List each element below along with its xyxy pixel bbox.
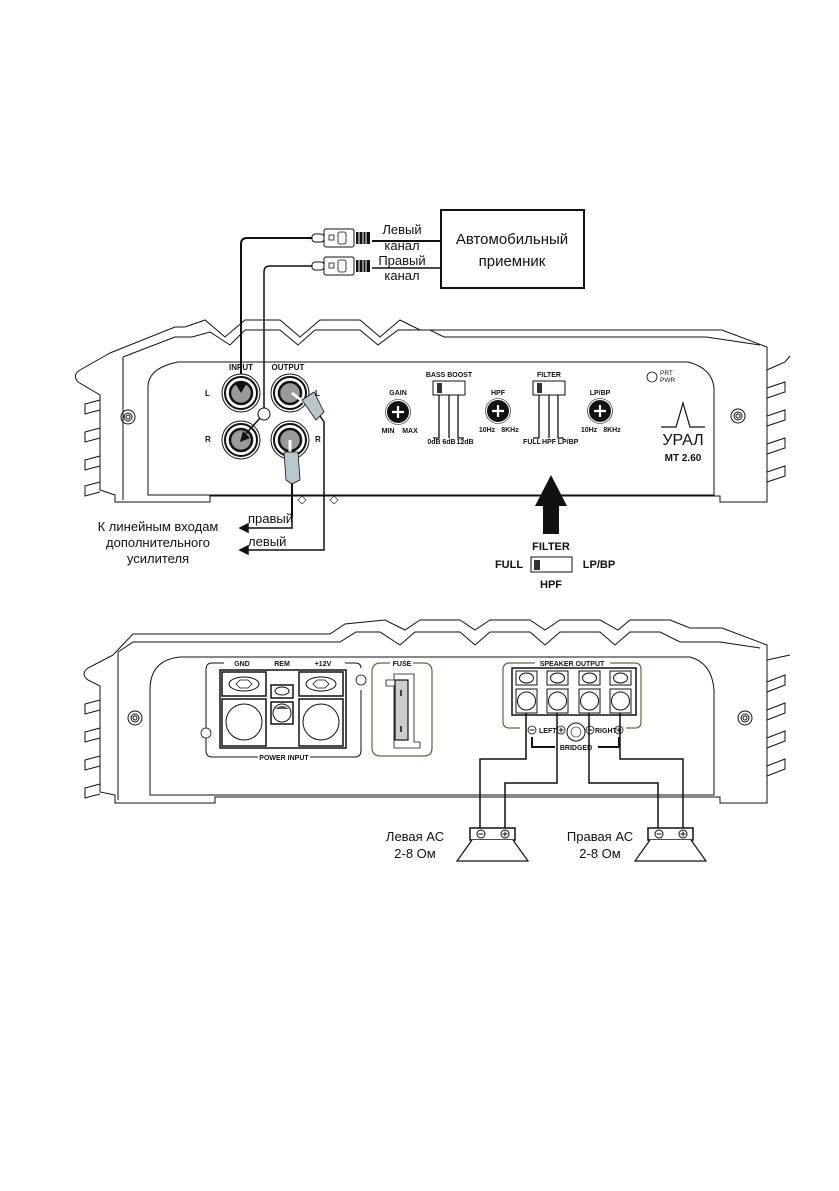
gain-knob[interactable]: GAIN MIN MAX: [382, 390, 419, 435]
callout-full-label: FULL: [495, 559, 523, 571]
callout-filter-title: FILTER: [532, 541, 570, 553]
bass-6db-label: 6dB: [442, 439, 455, 446]
fuse-label: FUSE: [393, 661, 412, 668]
callout-lpbp-label: LP/BP: [583, 559, 615, 571]
minus-icon: [527, 725, 537, 735]
led-prt-label: PRT: [660, 370, 673, 377]
filter-full-label: FULL: [523, 439, 542, 446]
out-channel-r-label: R: [315, 435, 321, 444]
lpbp-knob[interactable]: LP/BP 10Hz 8KHz: [581, 390, 621, 434]
speaker-right-label-2: 2-8 Ом: [579, 846, 621, 861]
power-protect-led: PRT PWR: [646, 370, 675, 384]
filter-hpf-label: HPF: [542, 439, 557, 446]
speaker-wires: [479, 713, 684, 830]
gain-max-label: MAX: [402, 428, 418, 435]
bridged-label: BRIDGED: [560, 745, 592, 752]
right-label: RIGHT: [595, 728, 618, 735]
hpf-max-label: 8KHz: [501, 427, 519, 434]
rca-left-label-1: Левый: [382, 222, 421, 237]
filter-label: FILTER: [537, 372, 561, 379]
speaker-terminal-left-minus[interactable]: [515, 670, 538, 714]
speaker-output-label: SPEAKER OUTPUT: [540, 661, 605, 668]
line-out-desc-1: К линейным входам: [98, 519, 219, 534]
speaker-output-block: SPEAKER OUTPUT LEFT RIGHT BRIDGED: [502, 661, 642, 752]
fuse-holder: FUSE: [371, 661, 433, 757]
brand-logo: УРАЛ MT 2.60: [661, 400, 705, 464]
filter-switch[interactable]: FILTER FULL HPF LP/BP: [523, 372, 579, 446]
speaker-right-label-1: Правая АС: [567, 829, 633, 844]
bass-12db-label: 12dB: [456, 439, 473, 446]
line-out-desc-2: дополнительного: [106, 535, 210, 550]
speaker-left-label-2: 2-8 Ом: [394, 846, 436, 861]
speaker-terminal-left-plus[interactable]: [546, 670, 569, 714]
rca-plug-right-icon: [263, 256, 441, 412]
bass-boost-label: BASS BOOST: [426, 372, 473, 379]
receiver-label-2: приемник: [479, 253, 546, 270]
power-input-block: GND REM +12V POWER INPUT: [200, 661, 367, 762]
out-channel-l-label: L: [315, 389, 320, 398]
channel-r-label: R: [205, 435, 211, 444]
speaker-terminal-right-minus[interactable]: [578, 670, 601, 714]
v12-terminal[interactable]: [298, 671, 344, 747]
hpf-min-label: 10Hz: [479, 427, 496, 434]
brand-name: УРАЛ: [662, 432, 703, 449]
input-label: INPUT: [229, 363, 253, 372]
output-l-jack[interactable]: [270, 373, 310, 413]
rem-label: REM: [274, 661, 290, 668]
callout-hpf-label: HPF: [540, 579, 562, 591]
channel-l-label: L: [205, 389, 210, 398]
hpf-label: HPF: [491, 390, 506, 397]
hpf-knob[interactable]: HPF 10Hz 8KHz: [479, 390, 519, 434]
rca-right-label-1: Правый: [378, 253, 425, 268]
left-label: LEFT: [539, 728, 557, 735]
v12-label: +12V: [315, 661, 332, 668]
minus-icon: [585, 725, 595, 735]
rca-jacks: INPUT OUTPUT L R L R: [205, 363, 325, 530]
lpbp-label: LP/BP: [590, 390, 611, 397]
line-output-wires: [238, 495, 339, 556]
filter-callout: FILTER FULL LP/BP HPF: [495, 475, 615, 591]
car-receiver: Автомобильный приемник: [440, 209, 585, 289]
amplifier-top-panel: [74, 319, 791, 503]
rem-terminal[interactable]: [270, 684, 294, 725]
rca-plug-left-icon: [240, 228, 441, 410]
receiver-label-1: Автомобильный: [456, 231, 568, 248]
gain-min-label: MIN: [382, 428, 395, 435]
gain-label: GAIN: [389, 390, 407, 397]
rca-left-label-2: канал: [384, 238, 419, 253]
plus-icon: [614, 725, 624, 735]
lpbp-max-label: 8KHz: [603, 427, 621, 434]
speaker-left-icon: [455, 827, 530, 862]
output-label: OUTPUT: [272, 363, 305, 372]
speaker-right-icon: [633, 827, 708, 862]
lpbp-min-label: 10Hz: [581, 427, 598, 434]
filter-lpbp-label: LP/BP: [558, 439, 579, 446]
bass-boost-switch[interactable]: BASS BOOST 0dB 6dB 12dB: [426, 372, 474, 446]
led-pwr-label: PWR: [660, 377, 675, 384]
model-name: MT 2.60: [665, 453, 702, 464]
bass-0db-label: 0dB: [427, 439, 440, 446]
gnd-label: GND: [234, 661, 250, 668]
speaker-terminal-right-plus[interactable]: [609, 670, 632, 714]
rca-right-label-2: канал: [384, 268, 419, 283]
line-out-right-label: правый: [248, 511, 293, 526]
line-out-desc-3: усилителя: [127, 551, 189, 566]
gnd-terminal[interactable]: [221, 671, 267, 747]
up-arrow-icon: [535, 475, 567, 534]
amplifier-bottom-panel: [83, 619, 791, 804]
line-out-left-label: левый: [248, 534, 286, 549]
speaker-left-label-1: Левая АС: [386, 829, 444, 844]
power-input-label: POWER INPUT: [259, 755, 309, 762]
